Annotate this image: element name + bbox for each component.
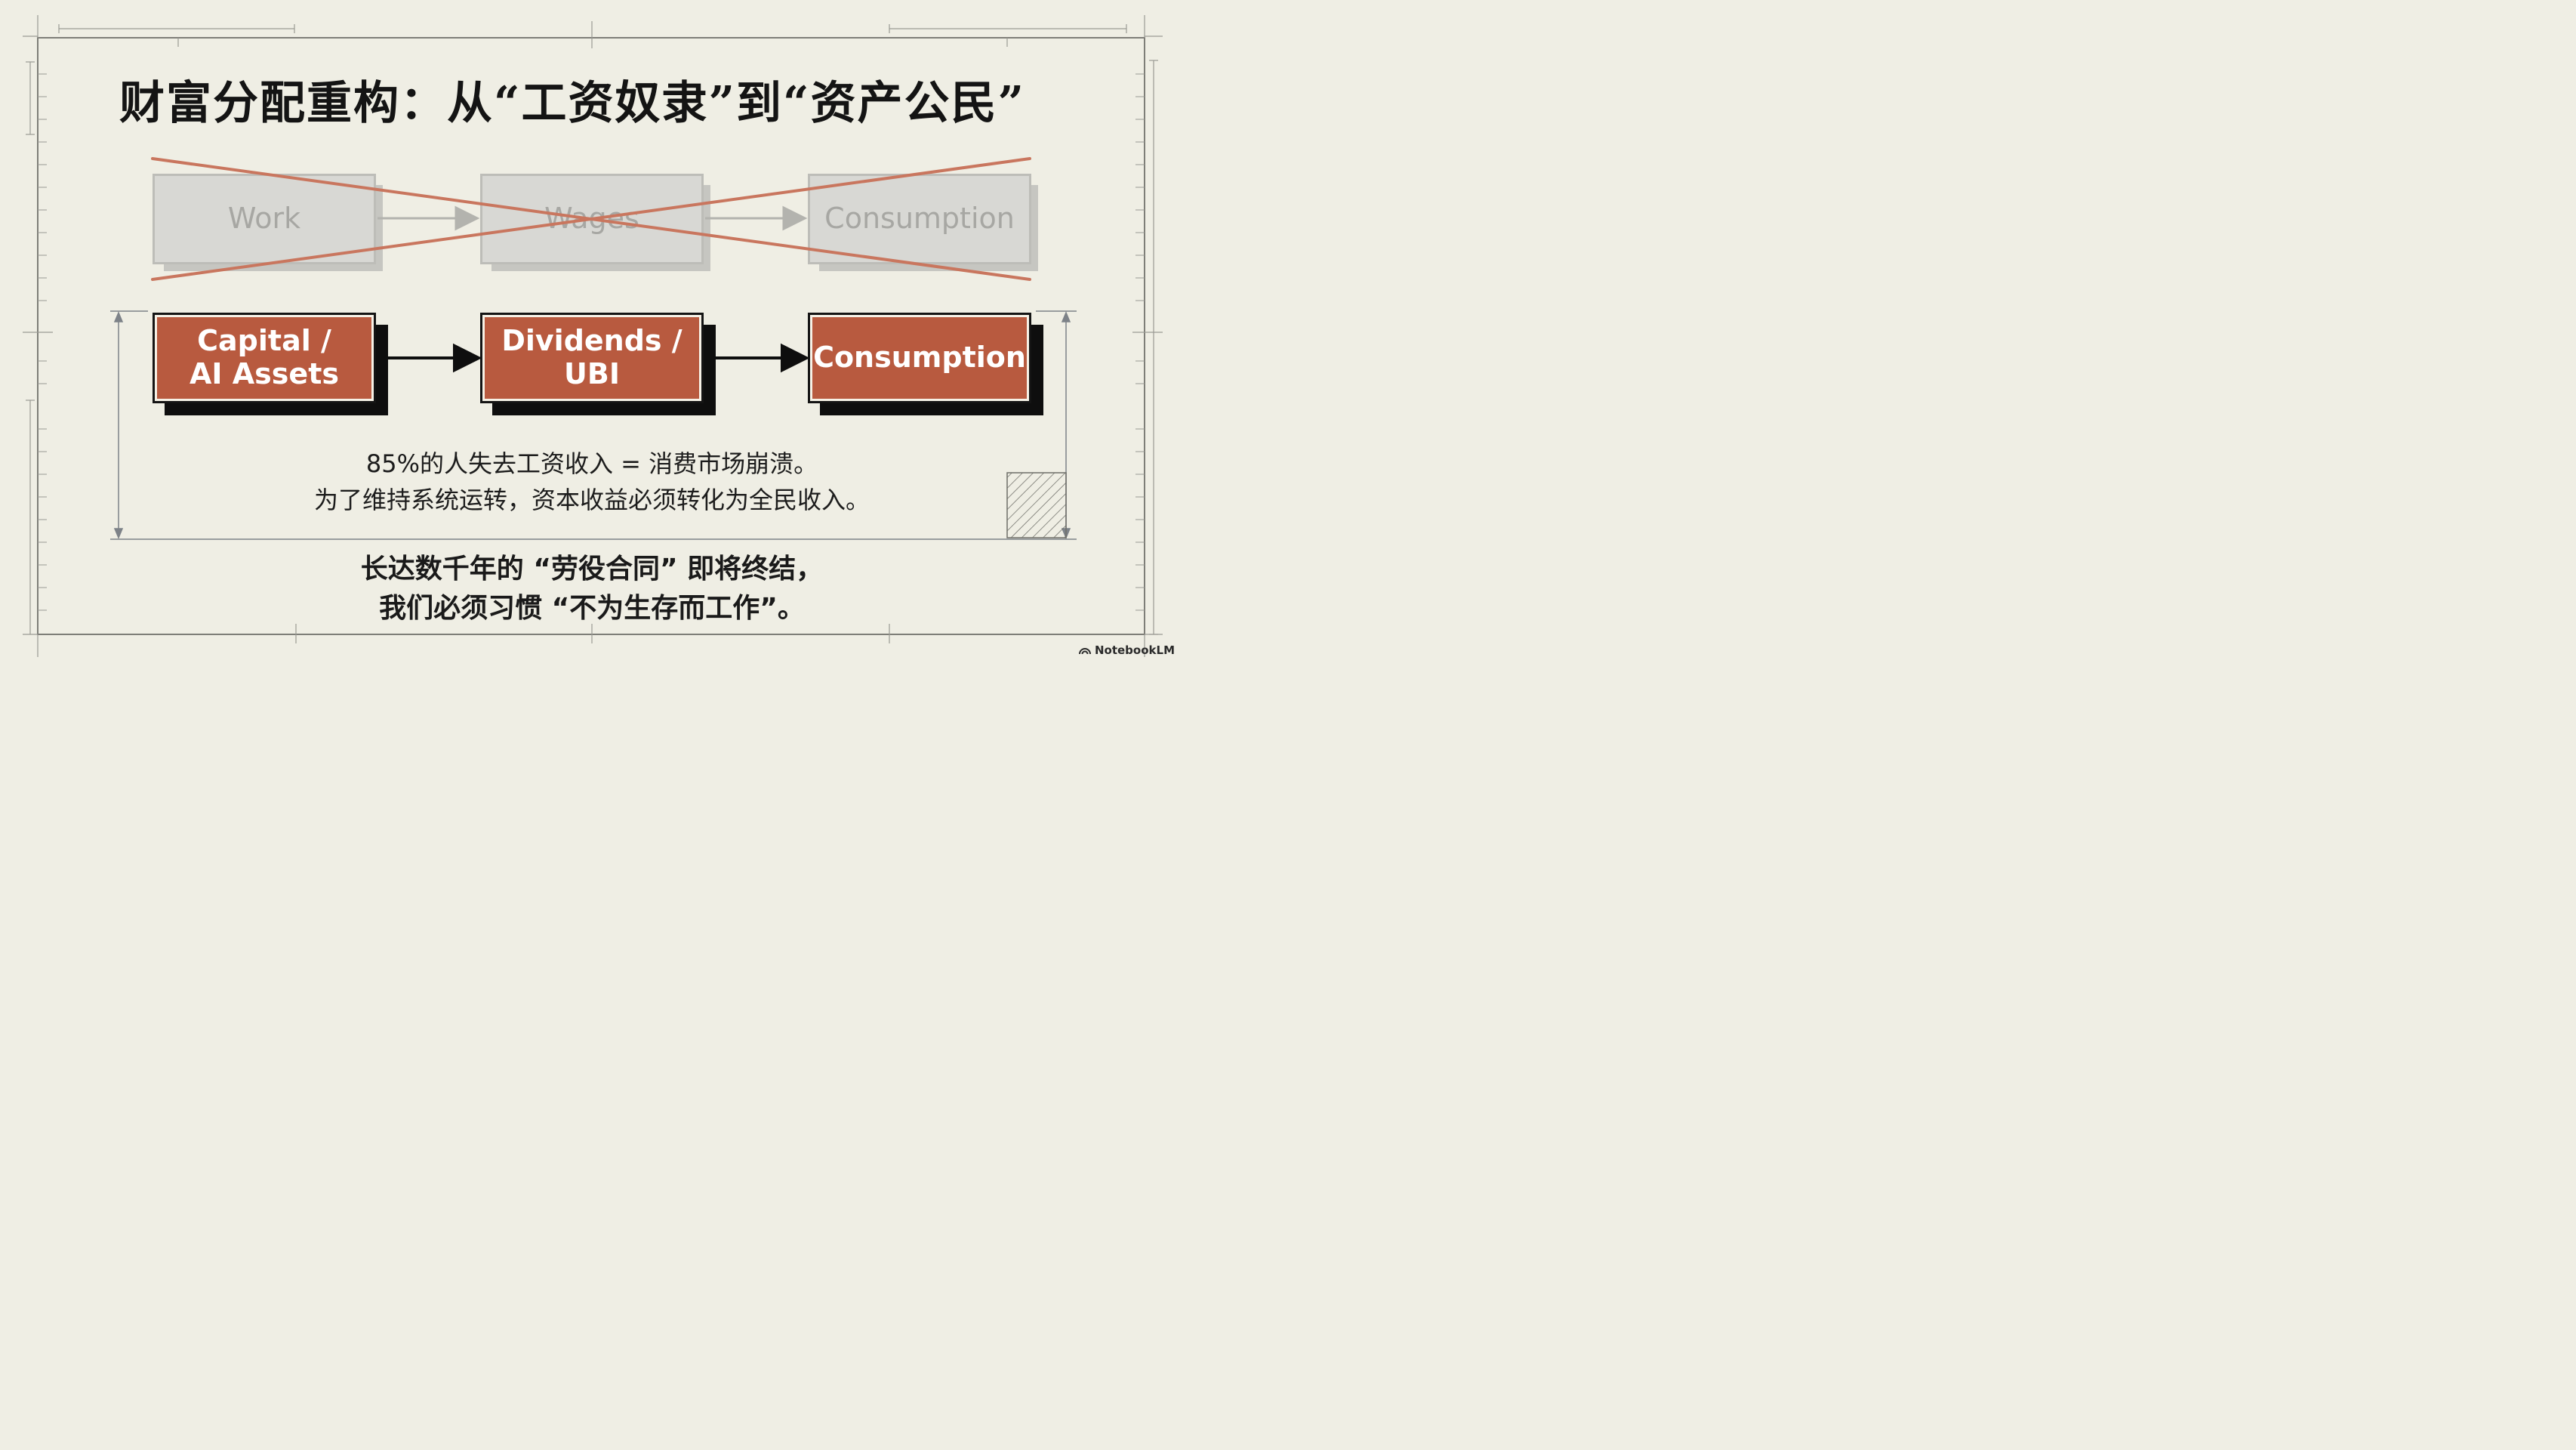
notebooklm-logo-icon	[1078, 648, 1091, 655]
new-step-consumption: Consumption	[808, 313, 1031, 403]
cross-out-mark	[151, 157, 1031, 281]
conclusion-line-2: 我们必须习惯 “不为生存而工作”。	[379, 593, 805, 625]
old-step-label: Consumption	[824, 202, 1015, 236]
new-step-label: Dividends / UBI	[501, 324, 683, 390]
caption: 85%的人失去工资收入 = 消费市场崩溃。 为了维持系统运转，资本收益必须转化为…	[0, 446, 1184, 518]
new-step-capital-ai-assets: Capital / AI Assets	[153, 313, 376, 403]
conclusion: 长达数千年的 “劳役合同” 即将终结， 我们必须习惯 “不为生存而工作”。	[0, 550, 1184, 628]
caption-line-1: 85%的人失去工资收入 = 消费市场崩溃。	[365, 449, 818, 478]
brand-label: NotebookLM	[1094, 643, 1175, 657]
conclusion-line-1: 长达数千年的 “劳役合同” 即将终结，	[360, 554, 824, 585]
caption-line-2: 为了维持系统运转，资本收益必须转化为全民收入。	[313, 486, 870, 514]
old-step-wages: Wages	[480, 174, 710, 271]
new-step-label: Capital / AI Assets	[190, 324, 339, 390]
new-step-dividends-ubi: Dividends / UBI	[480, 313, 704, 403]
brand-watermark: NotebookLM	[1078, 643, 1175, 657]
page-title: 财富分配重构：从“工资奴隶”到“资产公民”	[119, 77, 1026, 130]
new-step-label: Consumption	[813, 341, 1026, 375]
old-step-label: Work	[227, 202, 301, 236]
blueprint-frame	[23, 15, 1163, 657]
